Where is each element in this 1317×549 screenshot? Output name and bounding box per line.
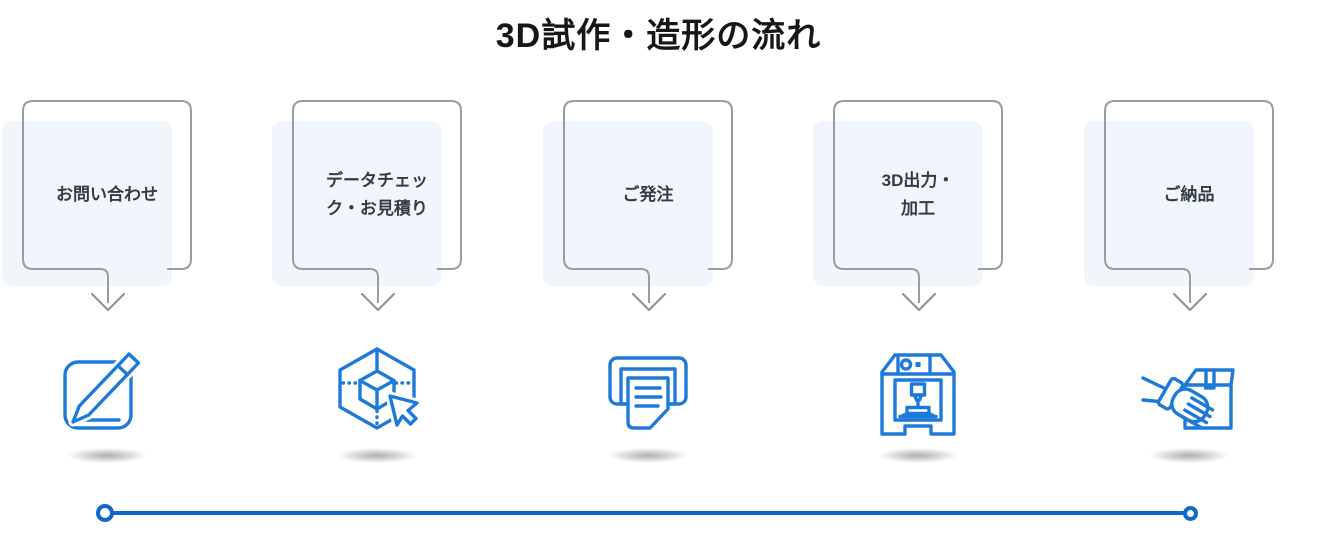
icon-shadow <box>1150 448 1228 463</box>
down-arrow-icon <box>360 292 396 312</box>
step-data-check-estimate: データチェッ ク・お見積り <box>272 100 482 480</box>
down-arrow-icon <box>1172 292 1208 312</box>
timeline-line <box>109 511 1185 515</box>
icon-shadow <box>879 448 957 463</box>
step-label: ご納品 <box>1163 185 1215 205</box>
icon-shadow <box>68 448 146 463</box>
page-title: 3D試作・造形の流れ <box>495 17 822 55</box>
card-background <box>272 121 442 286</box>
3d-model-cursor-icon <box>338 347 422 430</box>
card-background <box>813 121 983 286</box>
card-outline-arrow <box>22 100 192 312</box>
3d-printer-icon <box>880 353 956 436</box>
step-label: お問い合わせ <box>56 185 158 205</box>
down-arrow-icon <box>901 292 937 312</box>
order-print-icon <box>608 356 688 430</box>
down-arrow-icon <box>631 292 667 312</box>
step-3d-output-processing: 3D出力・ 加工 <box>813 100 1023 480</box>
handoff-box-icon <box>1141 368 1235 430</box>
edit-pencil-icon <box>63 349 143 430</box>
step-label: 3D出力・ 加工 <box>881 171 955 218</box>
icon-shadow <box>338 448 416 463</box>
timeline-end-dot <box>1183 506 1198 521</box>
step-label: データチェッ ク・お見積り <box>326 171 428 218</box>
icon-shadow <box>609 448 687 463</box>
card-background <box>543 121 713 286</box>
step-delivery: ご納品 <box>1084 100 1294 480</box>
down-arrow-icon <box>90 292 126 312</box>
card-background <box>1084 121 1254 286</box>
card-outline-arrow <box>563 100 733 312</box>
card-outline-arrow <box>292 100 462 312</box>
card-outline-arrow <box>833 100 1003 312</box>
step-inquiry: お問い合わせ <box>2 100 212 480</box>
timeline-start-dot <box>96 504 114 522</box>
card-background <box>2 121 172 286</box>
step-order: ご発注 <box>543 100 753 480</box>
card-outline-arrow <box>1104 100 1274 312</box>
step-label: ご発注 <box>622 185 674 205</box>
